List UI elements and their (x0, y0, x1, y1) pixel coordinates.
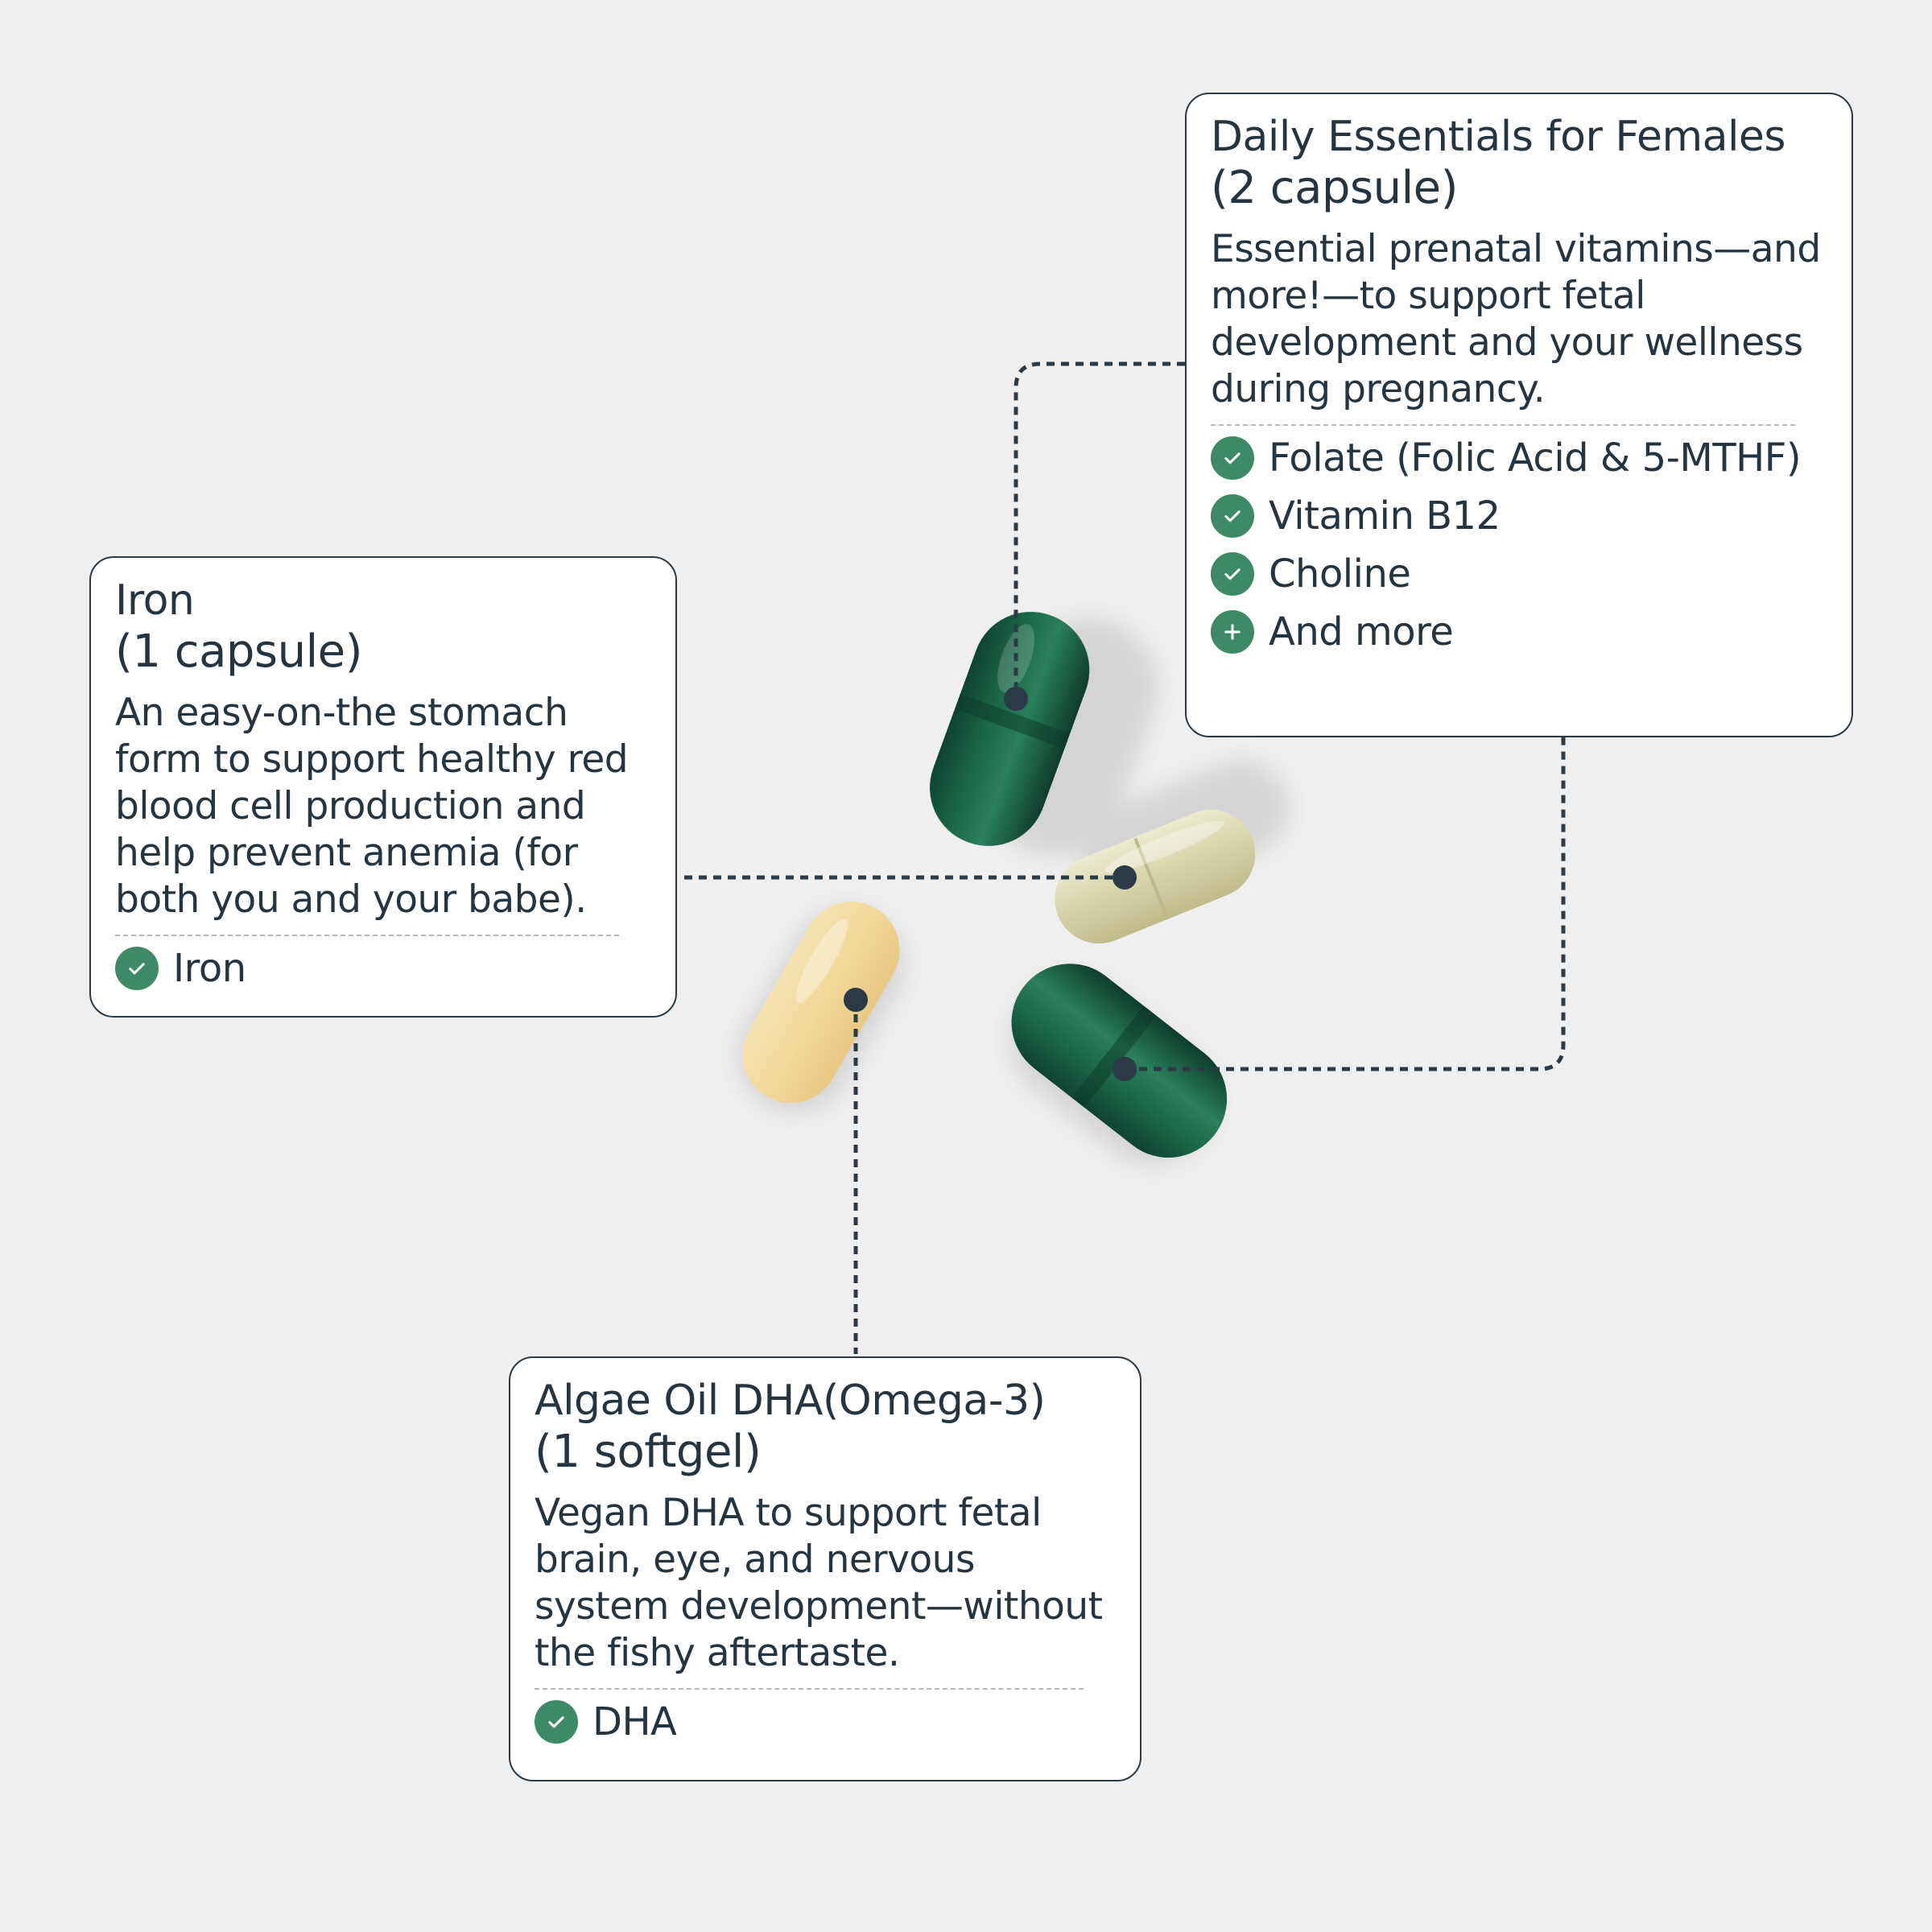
dha-softgel (742, 902, 900, 1103)
plus-icon (1211, 610, 1254, 654)
card-dose: (2 capsule) (1211, 162, 1458, 214)
check-icon (1211, 494, 1254, 538)
list-item-label: Iron (173, 946, 246, 991)
ingredient-list: Folate (Folic Acid & 5-MTHF) Vitamin B12… (1211, 429, 1827, 661)
iron-card: Iron (1 capsule) An easy-on-the stomach … (89, 556, 677, 1018)
list-item: Choline (1211, 545, 1827, 603)
list-item: Vitamin B12 (1211, 487, 1827, 545)
divider (1211, 424, 1795, 426)
card-description: Vegan DHA to support fetal brain, eye, a… (535, 1491, 1103, 1675)
card-dose: (1 softgel) (535, 1426, 762, 1478)
list-item-label: Vitamin B12 (1269, 493, 1501, 539)
divider (535, 1688, 1084, 1690)
card-title: Daily Essentials for Females (1211, 113, 1786, 161)
card-description: An easy-on-the stomach form to support h… (115, 691, 629, 922)
list-item: DHA (535, 1693, 1116, 1751)
list-item-label: DHA (592, 1699, 677, 1744)
list-item: Iron (115, 939, 651, 997)
daily-essentials-card: Daily Essentials for Females (2 capsule)… (1185, 93, 1853, 737)
card-title: Algae Oil DHA(Omega-3) (535, 1377, 1046, 1425)
leader-line-daily-top (1013, 361, 1185, 699)
card-title: Iron (115, 576, 195, 625)
ingredient-list: Iron (115, 939, 651, 997)
card-dose: (1 capsule) (115, 625, 362, 678)
check-icon (1211, 552, 1254, 596)
list-item: Folate (Folic Acid & 5-MTHF) (1211, 429, 1827, 487)
daily-essentials-capsule-1 (930, 612, 1090, 846)
card-description: Essential prenatal vitamins—and more!—to… (1211, 227, 1821, 411)
list-item-label: And more (1269, 609, 1454, 654)
leader-line-daily-bottom (1125, 737, 1566, 1071)
list-item: And more (1211, 603, 1827, 661)
iron-capsule (1055, 809, 1256, 943)
connector-dot (1004, 687, 1028, 711)
connector-dot (1113, 865, 1137, 890)
connector-dot (844, 988, 868, 1012)
list-item-label: Choline (1269, 551, 1411, 597)
check-icon (535, 1700, 578, 1744)
check-icon (115, 947, 159, 990)
dha-card: Algae Oil DHA(Omega-3) (1 softgel) Vegan… (509, 1356, 1141, 1781)
connector-dot (1113, 1057, 1137, 1081)
ingredient-list: DHA (535, 1693, 1116, 1751)
list-item-label: Folate (Folic Acid & 5-MTHF) (1269, 436, 1802, 481)
check-icon (1211, 436, 1254, 480)
divider (115, 935, 619, 936)
